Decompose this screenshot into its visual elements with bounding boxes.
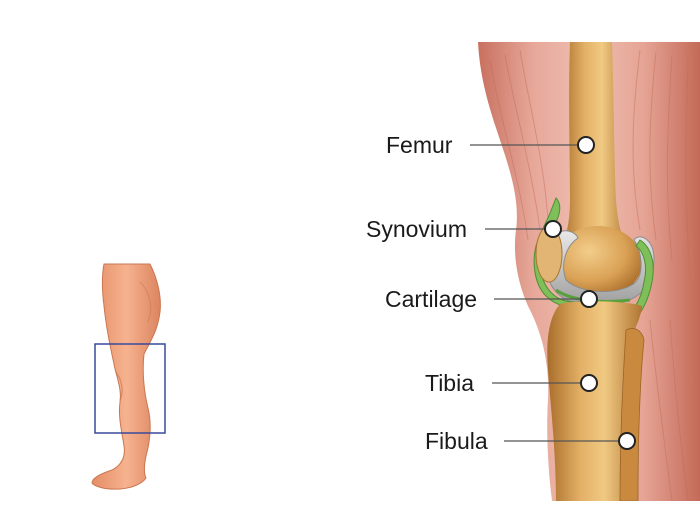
- fibula-label: Fibula: [425, 428, 488, 454]
- knee-illustration: [478, 42, 700, 502]
- fibula-bone: [619, 328, 645, 502]
- tibia-marker: [580, 374, 598, 392]
- cartilage-label: Cartilage: [385, 286, 478, 312]
- femur-shaft: [560, 42, 630, 252]
- synovium-marker: [544, 220, 562, 238]
- femur-condyle: [554, 226, 642, 298]
- femur-label: Femur: [386, 132, 453, 158]
- leader-lines: [470, 144, 627, 442]
- zoom-locator-box: [94, 343, 166, 434]
- leg-silhouette: [91, 263, 161, 490]
- synovium-label: Synovium: [366, 216, 467, 242]
- markers: [544, 136, 636, 450]
- cartilage-marker: [580, 290, 598, 308]
- fibula-marker: [618, 432, 636, 450]
- tibia-bone: [547, 301, 642, 501]
- leg-figure: [91, 263, 166, 490]
- femur-marker: [577, 136, 595, 154]
- tibia-label: Tibia: [425, 370, 474, 396]
